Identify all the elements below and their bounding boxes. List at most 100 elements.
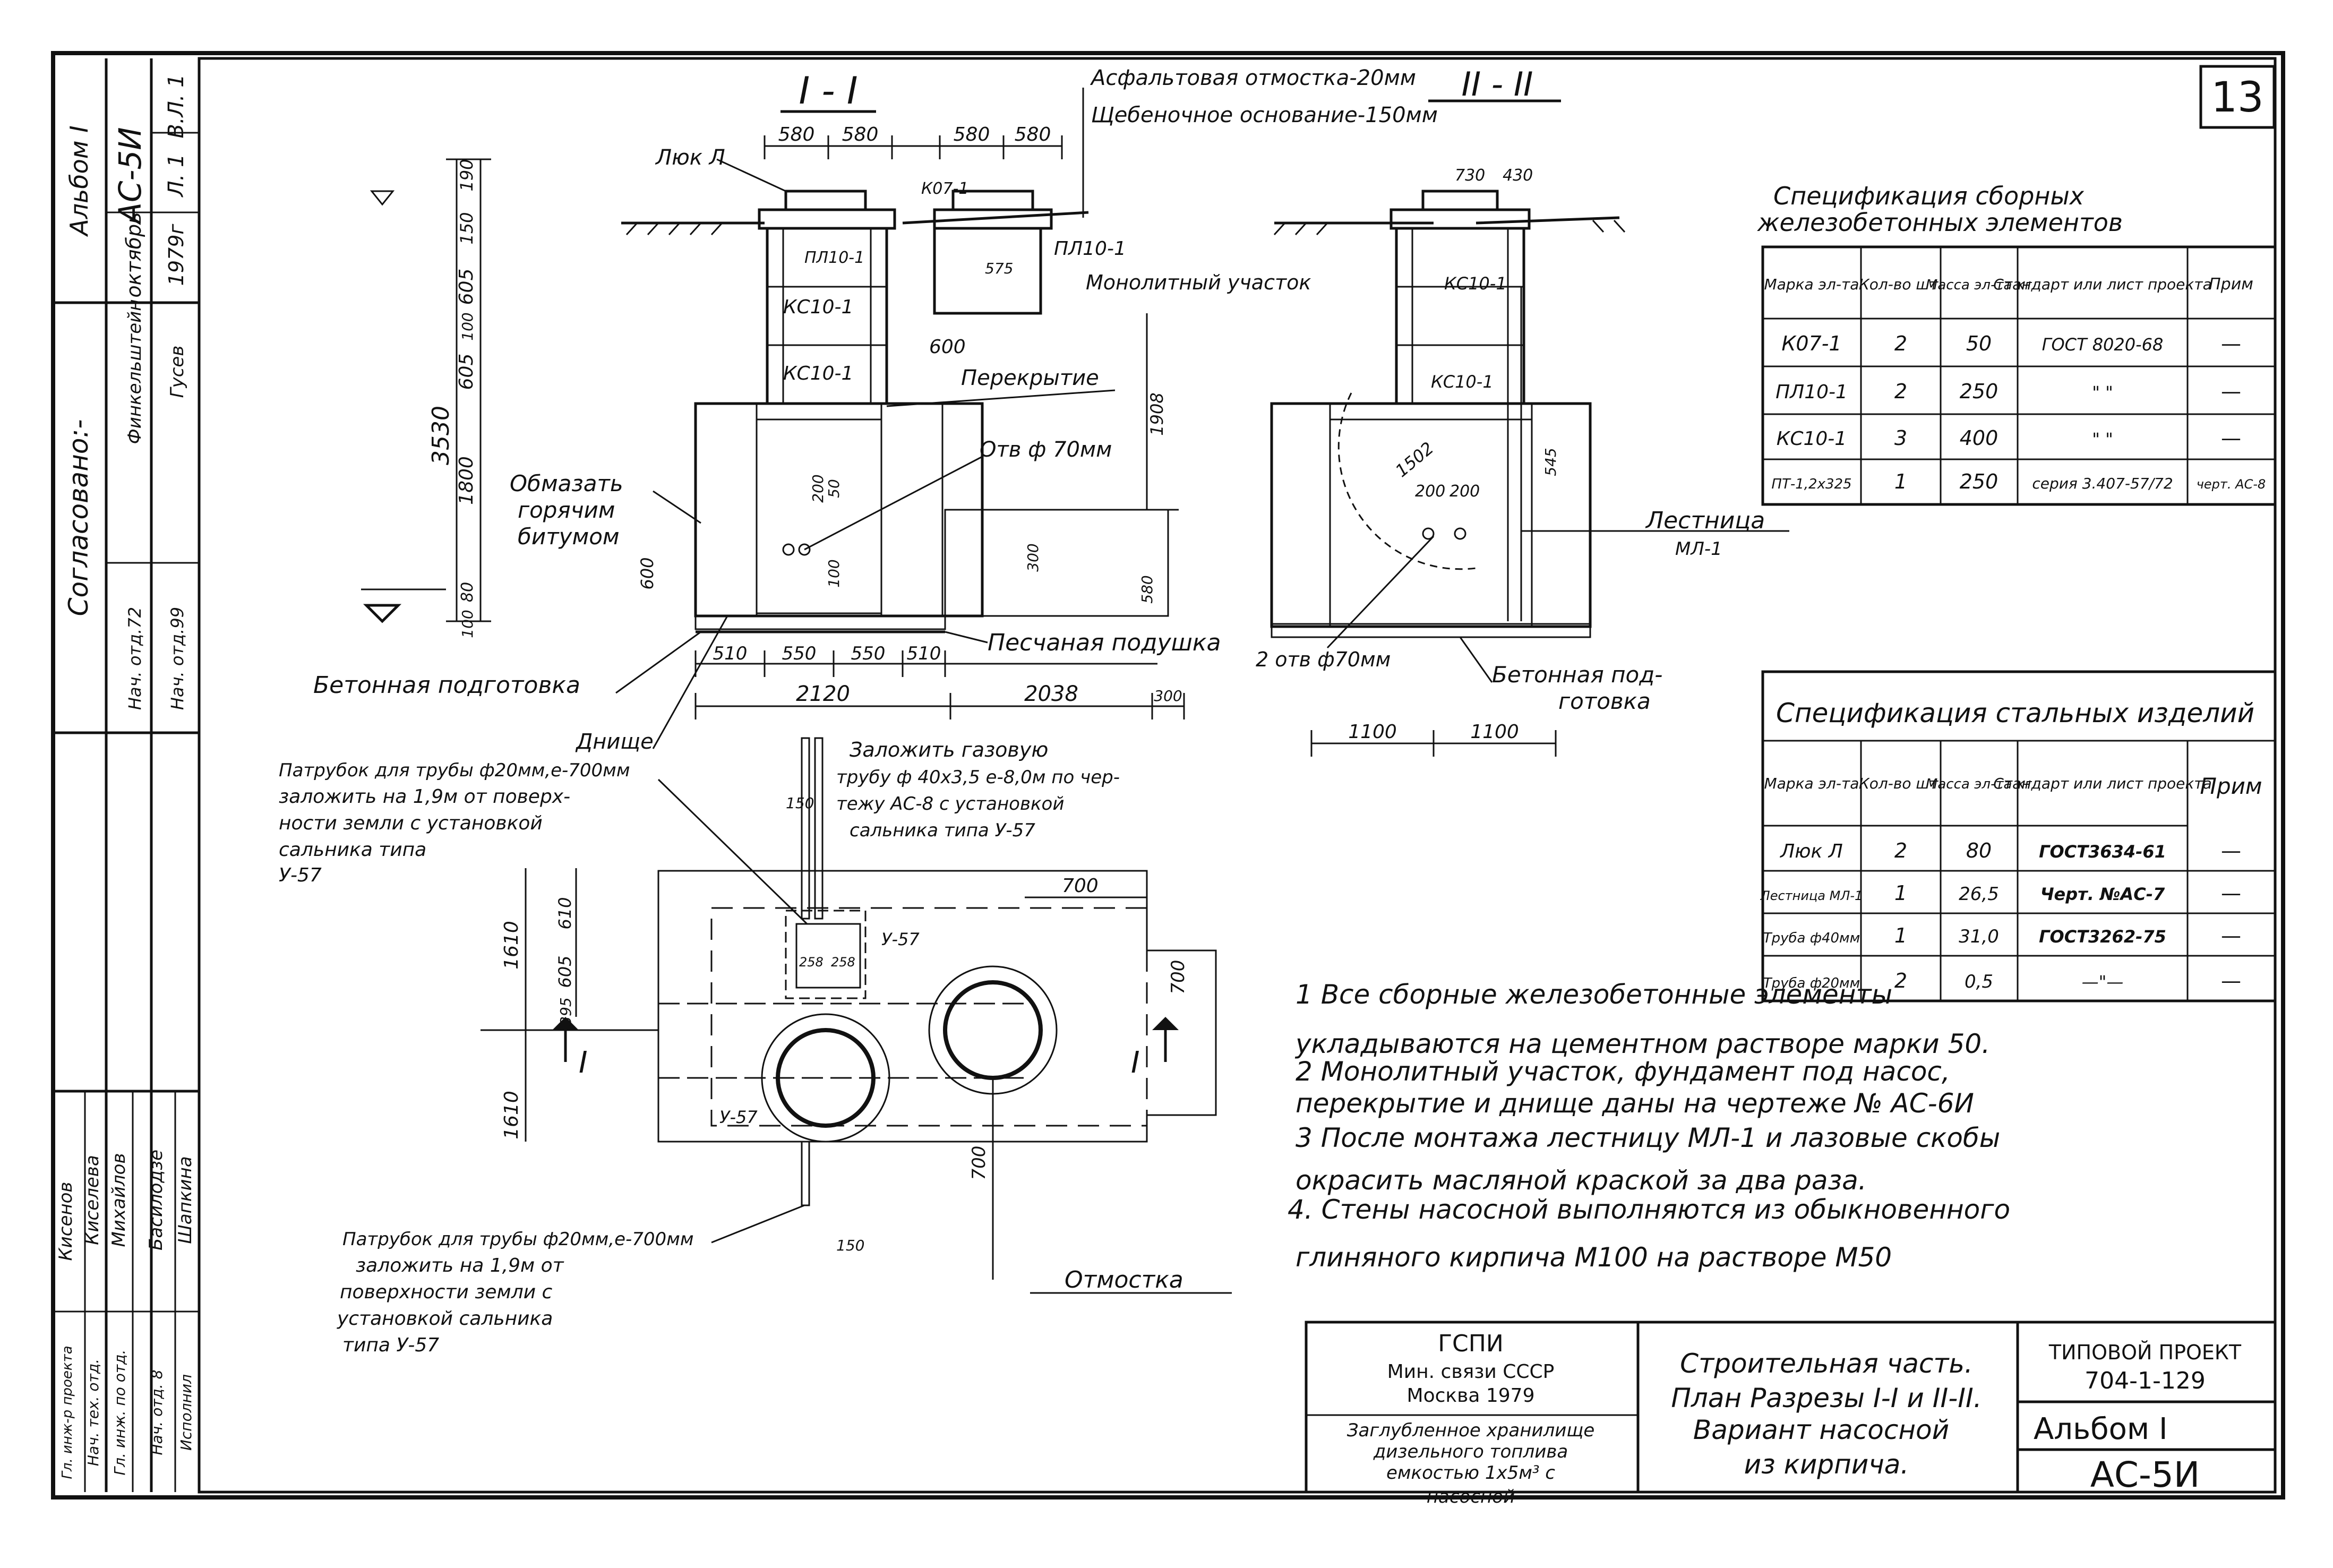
- spec-c-row-1: К07-1 2 50 ГОСТ 8020-68 —: [1781, 332, 2241, 355]
- branch-top-3: ности земли с установкой: [279, 812, 543, 834]
- dim-1100b: 1100: [1470, 721, 1519, 743]
- dim-1800: 1800: [456, 456, 477, 505]
- org-3: Москва 1979: [1407, 1385, 1535, 1407]
- spec-s-r4-c2: 0,5: [1965, 971, 1993, 992]
- dim-700a: 700: [1062, 875, 1099, 897]
- spec-c-h2: Масса эл-та кг: [1926, 277, 2032, 293]
- note-line-2: укладываются на цементном растворе марки…: [1294, 1029, 1990, 1059]
- dim-700b: 700: [1168, 960, 1189, 995]
- dim-395: 395: [557, 997, 574, 1025]
- section-2-title: II - II: [1462, 65, 1533, 104]
- spec-steel-title: Спецификация стальных изделий: [1776, 698, 2254, 729]
- dim-430: 430: [1503, 166, 1533, 185]
- branch-bot-2: заложить на 1,9м от: [356, 1255, 564, 1276]
- label-ks10-a-2: КС10-1: [1444, 273, 1507, 294]
- label-k07: К07-1: [921, 179, 968, 198]
- approval-month: октябрь: [122, 212, 145, 297]
- spec-c-r2-c2: 250: [1960, 380, 1999, 403]
- dim-190: 190: [457, 159, 477, 191]
- object-1: Заглубленное хранилище: [1347, 1420, 1595, 1441]
- spec-c-r4-c0: ПТ-1,2х325: [1771, 476, 1851, 492]
- signer-role-2: Нач. тех. отд.: [84, 1359, 102, 1466]
- sheet-title-4: из кирпича.: [1744, 1449, 1909, 1480]
- branch-bot-4: установкой сальника: [337, 1308, 553, 1330]
- sheet-title-3: Вариант насосной: [1693, 1415, 1949, 1445]
- spec-s-r1-c3: ГОСТ3634-61: [2039, 842, 2166, 862]
- dim-300w: 300: [1154, 687, 1182, 705]
- signer-role-3: Гл. инж. по отд.: [111, 1350, 128, 1476]
- spec-s-r2-c3: Черт. №АС-7: [2040, 884, 2165, 904]
- label-pl10-right: ПЛ10-1: [1054, 238, 1126, 260]
- spec-s-row-2: Лестница МЛ-1 1 26,5 Черт. №АС-7 —: [1760, 881, 2241, 905]
- spec-c-r2-c3: " ": [2092, 382, 2113, 402]
- dim-200b-2: 200: [1449, 482, 1480, 501]
- spec-c-row-2: ПЛ10-1 2 250 " " —: [1776, 380, 2241, 403]
- vent-4: сальника типа У-57: [850, 820, 1035, 841]
- approval-name-2: Гусев: [167, 346, 188, 398]
- sheet-title-1: Строительная часть.: [1680, 1348, 1973, 1379]
- dim-575: 575: [985, 260, 1013, 277]
- spec-s-h1: Кол-во шт.: [1859, 775, 1943, 792]
- spec-c-r1-c4: —: [2221, 332, 2241, 355]
- spec-c-r3-c2: 400: [1960, 426, 1999, 450]
- spec-c-row-4: ПТ-1,2х325 1 250 серия 3.407-57/72 черт.…: [1771, 470, 2266, 493]
- vent-2: трубу ф 40x3,5 е-8,0м по чер-: [836, 767, 1120, 788]
- note-line-6: окрасить масляной краской за два раза.: [1296, 1165, 1867, 1196]
- label-concrete-prep-2b: готовка: [1558, 688, 1651, 714]
- label-y57-b: У-57: [719, 1107, 758, 1127]
- spec-s-r4-c3: —"—: [2082, 972, 2124, 992]
- dim-1100a: 1100: [1348, 721, 1397, 743]
- spec-c-r2-c1: 2: [1894, 380, 1907, 403]
- spec-c-r4-c2: 250: [1960, 470, 1999, 493]
- dim-200a-2: 200: [1415, 482, 1445, 501]
- side-stamp: Альбом I АС-5И В.Л. 1 Л. 1 октябрь 1979г…: [53, 58, 199, 1492]
- spec-c-h1: Кол-во шт.: [1859, 276, 1943, 293]
- org-2: Мин. связи СССР: [1387, 1361, 1555, 1383]
- spec-concrete-table: Спецификация сборных железобетонных элем…: [1757, 182, 2277, 506]
- note-line-5: 3 После монтажа лестницу МЛ-1 и лазовые …: [1296, 1123, 2000, 1153]
- spec-c-r3-c0: КС10-1: [1777, 428, 1847, 450]
- title-album: Альбом I: [2034, 1412, 2167, 1446]
- label-ks10-a: КС10-1: [783, 296, 853, 318]
- label-pl10-left: ПЛ10-1: [804, 249, 864, 267]
- dim-150-plan: 150: [786, 794, 814, 812]
- label-ladder: Лестница: [1645, 507, 1765, 534]
- spec-c-r3-c3: " ": [2092, 429, 2113, 449]
- signer-name-2: Киселева: [82, 1155, 103, 1245]
- spec-c-r1-c0: К07-1: [1781, 332, 1841, 355]
- dim-610: 610: [555, 897, 575, 929]
- spec-c-r4-c4: черт. АС-8: [2197, 477, 2266, 492]
- branch-top-5: У-57: [279, 864, 322, 886]
- spec-s-r3-c1: 1: [1894, 924, 1907, 947]
- label-coat-1: Обмазать: [510, 470, 623, 496]
- spec-s-row-4: Труба ф20мм 2 0,5 —"— —: [1763, 969, 2241, 992]
- label-monolith: Монолитный участок: [1086, 271, 1311, 294]
- spec-c-h4: Прим: [2209, 275, 2253, 294]
- spec-s-r3-c0: Труба ф40мм: [1763, 930, 1860, 946]
- album-stamp: Альбом I: [65, 125, 93, 237]
- label-coat-3: битумом: [518, 524, 620, 550]
- dim-80: 80: [458, 582, 477, 602]
- label-bottom: Днище: [575, 730, 654, 754]
- dim-top-580-1: 580: [778, 124, 815, 145]
- dim-1610b: 1610: [501, 1091, 522, 1139]
- note-line-4: перекрытие и днище даны на чертеже № АС-…: [1296, 1088, 1974, 1119]
- label-hole: Отв ф 70мм: [980, 438, 1112, 462]
- spec-c-r4-c3: серия 3.407-57/72: [2032, 475, 2173, 492]
- dim-510a: 510: [713, 643, 748, 664]
- spec-c-h3: Стандарт или лист проекта: [1993, 276, 2212, 293]
- dim-150: 150: [457, 212, 477, 244]
- sheet-stamp: Л. 1: [164, 154, 188, 198]
- spec-c-r2-c0: ПЛ10-1: [1776, 381, 1848, 403]
- cut-marker-left: I: [579, 1046, 588, 1080]
- dim-100a: 100: [459, 312, 476, 340]
- spec-c-r1-c3: ГОСТ 8020-68: [2042, 335, 2164, 355]
- label-coat-2: горячим: [518, 497, 615, 523]
- spec-s-r2-c2: 26,5: [1959, 884, 1999, 905]
- approval-year: 1979г: [165, 224, 188, 286]
- spec-s-r4-c4: —: [2221, 969, 2241, 992]
- spec-c-r3-c4: —: [2221, 426, 2241, 450]
- dim-580: 580: [1138, 575, 1156, 603]
- signer-role-4: Нач. отд. 8: [148, 1370, 166, 1455]
